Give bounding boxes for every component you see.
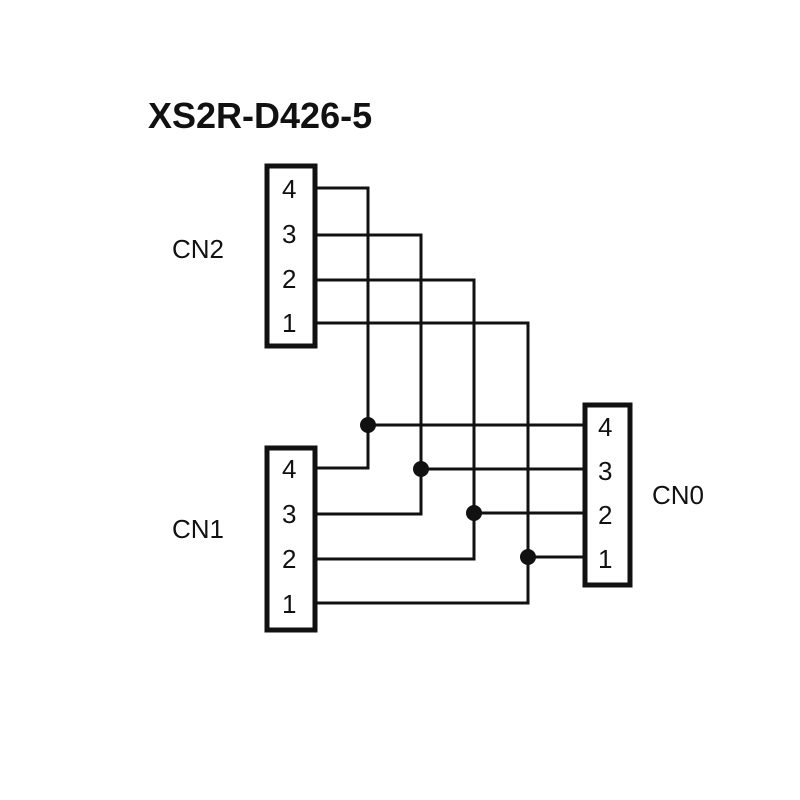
cn2-label: CN2 bbox=[172, 234, 224, 264]
cn2-pin-4: 4 bbox=[282, 174, 296, 204]
connector-cn0: 4 3 2 1 CN0 bbox=[582, 402, 704, 588]
cn2-pin-2: 2 bbox=[282, 264, 296, 294]
cn0-pin-4: 4 bbox=[598, 412, 612, 442]
cn2-pin-1: 1 bbox=[282, 308, 296, 338]
cn0-label: CN0 bbox=[652, 480, 704, 510]
cn0-pin-2: 2 bbox=[598, 500, 612, 530]
cn1-label: CN1 bbox=[172, 514, 224, 544]
cn1-pin-3: 3 bbox=[282, 499, 296, 529]
connector-cn1-body bbox=[264, 445, 318, 633]
cn1-pin-2: 2 bbox=[282, 544, 296, 574]
junctions bbox=[360, 417, 536, 565]
wire-cn2-pin2 bbox=[315, 278, 476, 561]
wires bbox=[315, 186, 585, 605]
connector-cn2-body bbox=[264, 163, 318, 349]
connector-cn0-body bbox=[582, 402, 633, 588]
junction-pin1 bbox=[520, 549, 536, 565]
connector-cn2: 4 3 2 1 CN2 bbox=[172, 163, 318, 349]
wire-cn2-pin4 bbox=[315, 186, 370, 470]
cn0-pin-3: 3 bbox=[598, 456, 612, 486]
wire-cn2-pin3 bbox=[315, 233, 423, 516]
junction-pin2 bbox=[466, 505, 482, 521]
junction-pin3 bbox=[413, 461, 429, 477]
wire-cn2-pin1 bbox=[315, 321, 530, 605]
cn2-pin-3: 3 bbox=[282, 219, 296, 249]
cn1-pin-1: 1 bbox=[282, 589, 296, 619]
diagram-title: XS2R-D426-5 bbox=[148, 95, 372, 136]
cn0-pin-1: 1 bbox=[598, 544, 612, 574]
junction-pin4 bbox=[360, 417, 376, 433]
connector-cn1: 4 3 2 1 CN1 bbox=[172, 445, 318, 633]
cn1-pin-4: 4 bbox=[282, 454, 296, 484]
